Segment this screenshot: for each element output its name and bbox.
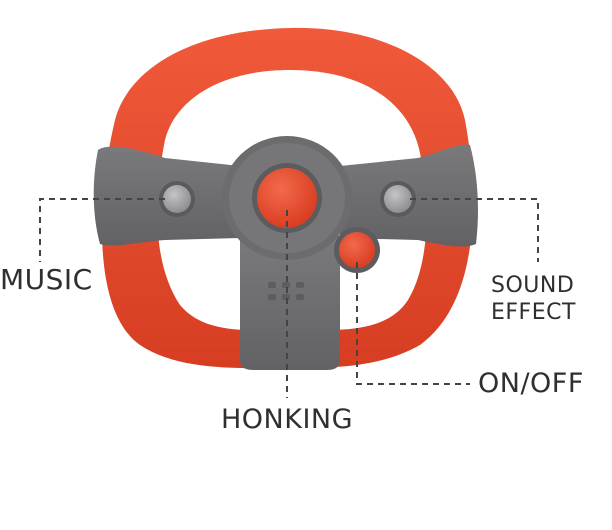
music-label: MUSIC (0, 263, 93, 296)
sound-effect-button[interactable] (380, 181, 416, 217)
horn-button[interactable] (252, 163, 322, 233)
on-off-leader (356, 262, 470, 385)
steering-rim (101, 27, 473, 369)
power-button[interactable] (334, 227, 380, 273)
on-off-label: ON/OFF (478, 368, 584, 399)
sound-effect-label: SOUND EFFECT (491, 272, 576, 326)
music-button[interactable] (159, 181, 195, 217)
lower-stem (240, 236, 340, 370)
sound-effect-label-line1: SOUND (491, 273, 575, 298)
sound-effect-leader (410, 198, 539, 262)
honking-label: HONKING (221, 404, 354, 435)
stem-emboss (268, 282, 304, 300)
music-leader (39, 198, 165, 262)
leader-lines (39, 198, 539, 398)
sound-effect-label-line2: EFFECT (491, 300, 576, 325)
